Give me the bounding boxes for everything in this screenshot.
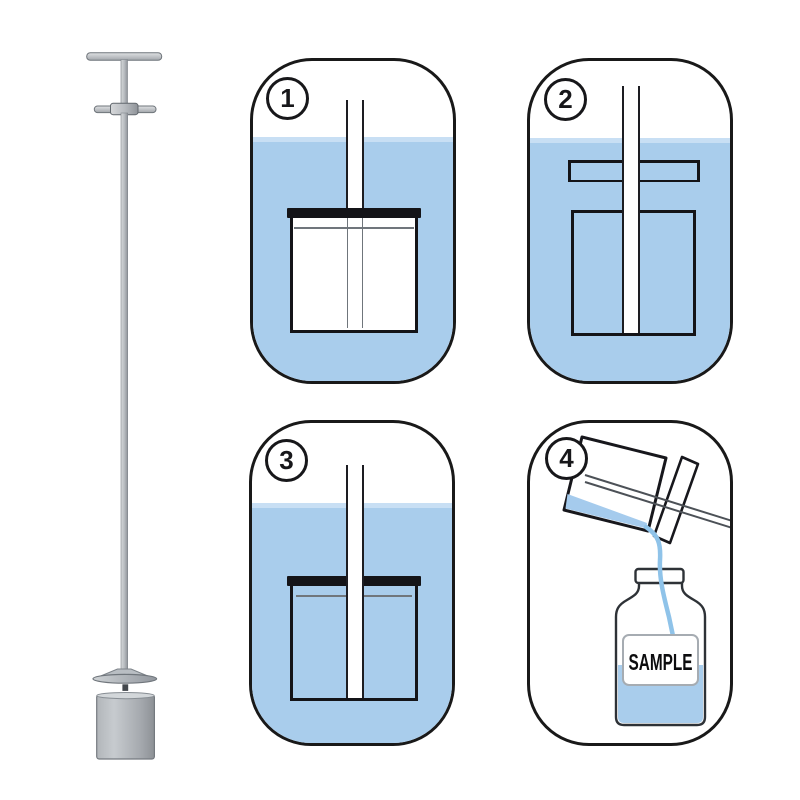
pouring-scene: SAMPLE [562,435,730,727]
cross-grip [93,102,157,116]
sampler-pole [584,474,730,529]
pour-stream [643,524,676,639]
pole-shaft [120,112,128,674]
sampler-pole [346,100,364,208]
removed-cup-lid [652,455,700,545]
sample-label-text: SAMPLE [629,649,693,675]
step-panel-1: 1 [250,58,456,384]
sampler-pole [346,465,364,698]
step-number-badge: 1 [266,77,309,120]
step-number-badge: 4 [545,437,588,480]
inner-pole-line [361,218,364,328]
sampler-pole [622,86,640,333]
dipping-sampler-illustration [86,52,163,760]
liquid-in-cup [565,494,647,529]
step-panel-4: SAMPLE 4 [527,420,733,746]
bottle-label [622,634,699,686]
t-handle [86,52,163,108]
step-panel-2: 2 [527,58,733,384]
sample-cup [96,692,156,760]
cone-lid [92,668,158,684]
lid-seam-line [294,227,414,229]
step-number-badge: 3 [265,439,308,482]
cup-lid [287,208,421,218]
step-panel-3: 3 [249,420,455,746]
step-number-badge: 2 [544,78,587,121]
connector-peg [122,684,129,691]
inner-pole-line [346,218,349,328]
